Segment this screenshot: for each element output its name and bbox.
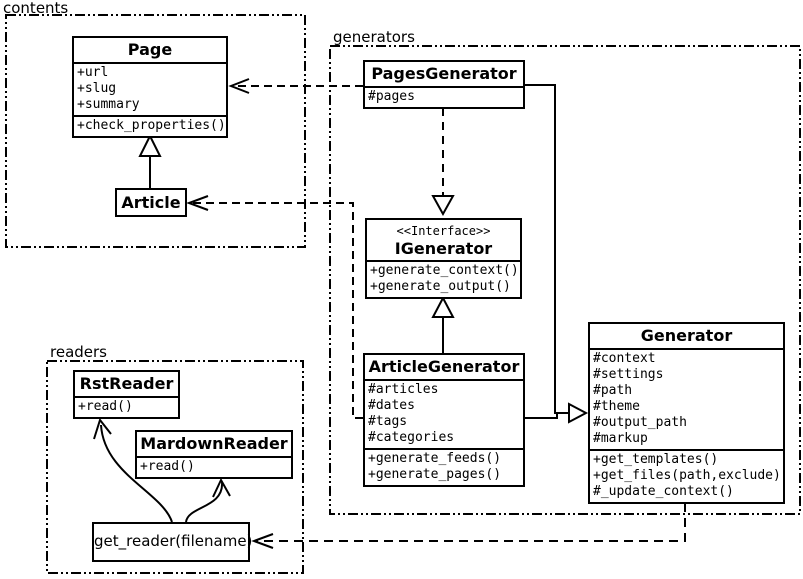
realization-triangle-igenerator-up <box>431 295 455 318</box>
class-page: Page +url +slug +summary +check_properti… <box>72 36 228 138</box>
realization-triangle-igenerator-down <box>431 195 455 217</box>
method-row: +get_files(path,exclude) <box>593 468 781 483</box>
attribute-row: #dates <box>368 398 415 413</box>
dependency-arrowhead-page <box>228 78 250 94</box>
arrowhead-rstreader <box>93 417 112 440</box>
articlegenerator-to-generator-inheritance <box>525 413 558 419</box>
class-generator-attributes: #context #settings #path #theme #output_… <box>590 348 783 449</box>
method-row: +generate_feeds() <box>368 451 502 466</box>
attribute-row: #categories <box>368 430 455 445</box>
class-mardownreader-methods: +read() <box>137 456 291 477</box>
method-row: +generate_pages() <box>368 467 502 482</box>
interface-stereotype: <<Interface>> <box>396 224 491 238</box>
class-rstreader: RstReader +read() <box>73 370 180 419</box>
attribute-row: #theme <box>593 399 640 414</box>
class-igenerator-header: <<Interface>> IGenerator <box>367 220 520 260</box>
inheritance-triangle-page <box>138 133 162 157</box>
attribute-row: #output_path <box>593 415 687 430</box>
class-page-title: Page <box>127 40 173 59</box>
class-article-title: Article <box>121 193 181 212</box>
attribute-row: #context <box>593 351 656 366</box>
attribute-row: +summary <box>77 97 140 112</box>
get-reader-node: get_reader(filename) <box>92 522 252 562</box>
class-articlegenerator-methods: +generate_feeds() +generate_pages() <box>365 448 523 485</box>
class-pagesgenerator-attributes: #pages <box>365 86 523 107</box>
class-pagesgenerator-title: PagesGenerator <box>371 64 517 83</box>
class-igenerator-title: IGenerator <box>394 239 493 258</box>
class-rstreader-title: RstReader <box>79 374 174 393</box>
method-row: +generate_context() <box>370 263 519 278</box>
attribute-row: +url <box>77 65 109 80</box>
class-article: Article <box>115 188 187 217</box>
class-generator-title: Generator <box>640 326 733 345</box>
attribute-row: #path <box>593 383 633 398</box>
class-page-methods: +check_properties() <box>74 115 226 136</box>
attribute-row: #articles <box>368 382 439 397</box>
readers-package-border <box>46 360 304 574</box>
package-label-contents: contents <box>3 0 69 17</box>
attribute-row: #tags <box>368 414 408 429</box>
generators-package-border <box>329 45 801 515</box>
class-pagesgenerator: PagesGenerator #pages <box>363 60 525 109</box>
dependency-arrowhead-article <box>186 195 209 211</box>
class-generator: Generator #context #settings #path #them… <box>588 322 785 504</box>
method-row: +read() <box>78 399 133 414</box>
articlegenerator-to-article-dependency <box>192 202 363 419</box>
class-mardownreader: MardownReader +read() <box>135 430 293 479</box>
pagesgenerator-to-generator-inheritance <box>525 84 568 414</box>
generator-to-getreader-dependency <box>256 503 686 542</box>
arrowhead-mardownreader <box>212 477 231 498</box>
method-row: +read() <box>140 459 195 474</box>
attribute-row: +slug <box>77 81 117 96</box>
method-row: #_update_context() <box>593 484 734 499</box>
dependency-arrowhead-getreader <box>251 533 274 549</box>
attribute-row: #markup <box>593 431 648 446</box>
class-articlegenerator-attributes: #articles #dates #tags #categories <box>365 379 523 448</box>
method-row: +generate_output() <box>370 279 511 294</box>
class-igenerator: <<Interface>> IGenerator +generate_conte… <box>365 218 522 299</box>
class-articlegenerator: ArticleGenerator #articles #dates #tags … <box>363 353 525 487</box>
class-generator-methods: +get_templates() +get_files(path,exclude… <box>590 449 783 502</box>
class-page-attributes: +url +slug +summary <box>74 62 226 115</box>
class-igenerator-methods: +generate_context() +generate_output() <box>367 260 520 297</box>
method-row: +check_properties() <box>77 118 226 133</box>
class-articlegenerator-title: ArticleGenerator <box>368 357 520 376</box>
method-row: +get_templates() <box>593 452 719 467</box>
getreader-to-mardownreader-arrow <box>185 481 224 523</box>
contents-package-border <box>5 14 306 248</box>
inheritance-triangle-generator <box>568 402 589 424</box>
getreader-to-rstreader-arrow <box>100 424 173 523</box>
package-label-generators: generators <box>333 28 415 46</box>
attribute-row: #settings <box>593 367 664 382</box>
package-label-readers: readers <box>50 343 107 361</box>
attribute-row: #pages <box>368 89 415 104</box>
class-rstreader-methods: +read() <box>75 396 178 417</box>
class-mardownreader-title: MardownReader <box>140 434 288 453</box>
